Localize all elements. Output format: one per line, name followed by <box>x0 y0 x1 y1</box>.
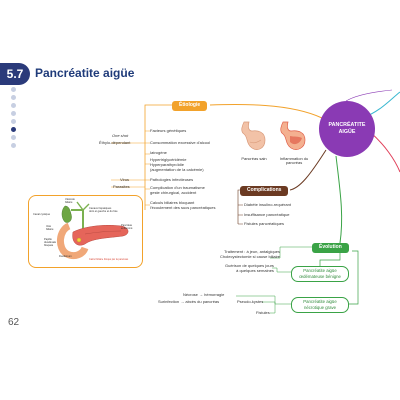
etiologie-item-traumatisme: Complication d'un traumatisme geste chir… <box>150 185 205 195</box>
healthy-pancreas-label: Pancréas sain <box>241 156 267 161</box>
nav-dot <box>11 95 16 100</box>
nav-dot <box>11 119 16 124</box>
connector-necrose <box>236 295 291 305</box>
label-virus: Virus <box>120 177 130 182</box>
inflamed-pancreas-label: Inflammation du pancréas <box>279 156 309 165</box>
connector-treatment <box>270 246 312 259</box>
nav-dot <box>11 135 16 140</box>
connector-etiologie <box>209 104 323 119</box>
connector-complications-trunk <box>237 189 243 225</box>
connector-fistules <box>270 304 276 314</box>
page-number: 62 <box>8 317 20 328</box>
label-ethylo-dependant: Éthylo-dépendant <box>99 140 131 145</box>
connector-etiologie-trunk <box>144 104 172 210</box>
anatomy-label-vesicule: Vésicule biliaire <box>65 198 75 204</box>
connector-top <box>345 89 393 102</box>
box-pancreatite-necrotique: Pancréatite aigüe nécrotique grave <box>291 297 349 313</box>
central-node: PANCRÉATITE AIGÜE <box>319 101 375 157</box>
connector-healing <box>272 267 291 273</box>
etiologie-item-hypertriglyceridemie: Hypertriglycéridémie Hyperparathyroïdie … <box>150 157 204 172</box>
evolution-surinfection: Surinfection → abcès du pancréas <box>158 299 220 304</box>
connector-etiologie-branches <box>145 130 150 206</box>
connector-complications <box>289 149 327 191</box>
section-number: 5.7 <box>6 67 24 81</box>
anatomy-label-duodenum: Duodénum <box>59 255 72 258</box>
branch-evolution: Évolution <box>312 243 349 253</box>
etiologie-item-alcool: Consommation excessive d'alcool <box>150 140 211 145</box>
section-nav-dots <box>11 87 17 151</box>
section-number-badge: 5.7 <box>0 63 30 85</box>
connector-evolution-trunk <box>319 251 341 266</box>
complication-fistules: Fistules pancréatiques <box>244 221 285 226</box>
branch-etiologie: Étiologie <box>172 101 208 111</box>
anatomy-label-canal-cystique: Canal cystique <box>33 213 51 216</box>
inflamed-pancreas-icon <box>280 121 306 150</box>
evolution-fistules: Fistules <box>256 310 270 315</box>
anatomy-illustration-frame: Vésicule biliaire Canaux hépatiques dont… <box>28 195 143 268</box>
evolution-pseudo-kystes: Pseudo-kystes <box>237 299 264 304</box>
connector-red <box>369 131 400 173</box>
evolution-healing: Guérison de quelques jours à quelques se… <box>225 263 274 273</box>
healthy-pancreas-icon <box>241 121 266 150</box>
complication-insuffisance: Insuffisance pancréatique <box>244 212 290 217</box>
pancreas-anatomy-illustration <box>57 201 129 260</box>
branch-complications: Complications <box>240 186 289 196</box>
connector-evolution <box>335 155 343 244</box>
nav-dot <box>11 143 16 148</box>
etiologie-item-genetique: Facteurs génétiques <box>150 128 187 133</box>
nav-dot-active <box>11 127 16 132</box>
box-pancreatite-oedemateuse-text: Pancréatite aigüe œdémateuse bénigne <box>299 268 341 279</box>
connector-side-labels <box>111 142 145 188</box>
anatomy-label-voie-biliaire: Voie biliaire <box>46 225 54 231</box>
nav-dot <box>11 111 16 116</box>
anatomy-label-calcul: Calcul biliaire bloqué par la pancréas <box>89 258 129 261</box>
anatomy-label-pancreas-enflamme: Pancréas enflammé <box>121 224 133 230</box>
label-one-shot: One shot <box>112 133 129 138</box>
central-node-line1: PANCRÉATITE <box>328 121 366 128</box>
box-pancreatite-oedemateuse: Pancréatite aigüe œdémateuse bénigne <box>291 266 349 282</box>
etiologie-item-calculs: Calculs biliaires bloquant l'écoulement … <box>150 200 216 210</box>
anatomy-label-canaux: Canaux hépatiques dont et gauche et du f… <box>89 207 118 213</box>
evolution-treatment: Traitement : à jeun, antalgiques Cholecy… <box>220 249 281 259</box>
nav-dot <box>11 87 16 92</box>
evolution-necrose: Nécrose → hémorragie <box>183 292 225 297</box>
connector-evolution-right <box>347 250 359 305</box>
anatomy-label-papille: Papille duodénale bloquée <box>44 238 57 247</box>
page-title: Pancréatite aigüe <box>35 66 135 80</box>
central-node-line2: AIGÜE <box>338 129 356 135</box>
etiologie-item-iatrogene: Iatrogène <box>150 150 167 155</box>
box-pancreatite-necrotique-text: Pancréatite aigüe nécrotique grave <box>303 299 337 310</box>
nav-dot <box>11 103 16 108</box>
etiologie-item-infectieuses: Pathologies infectieuses <box>150 177 194 182</box>
connector-surinfection <box>262 301 276 304</box>
complication-diabete: Diabète insulino-requérant <box>244 202 291 207</box>
label-parasites: Parasites <box>113 184 130 189</box>
